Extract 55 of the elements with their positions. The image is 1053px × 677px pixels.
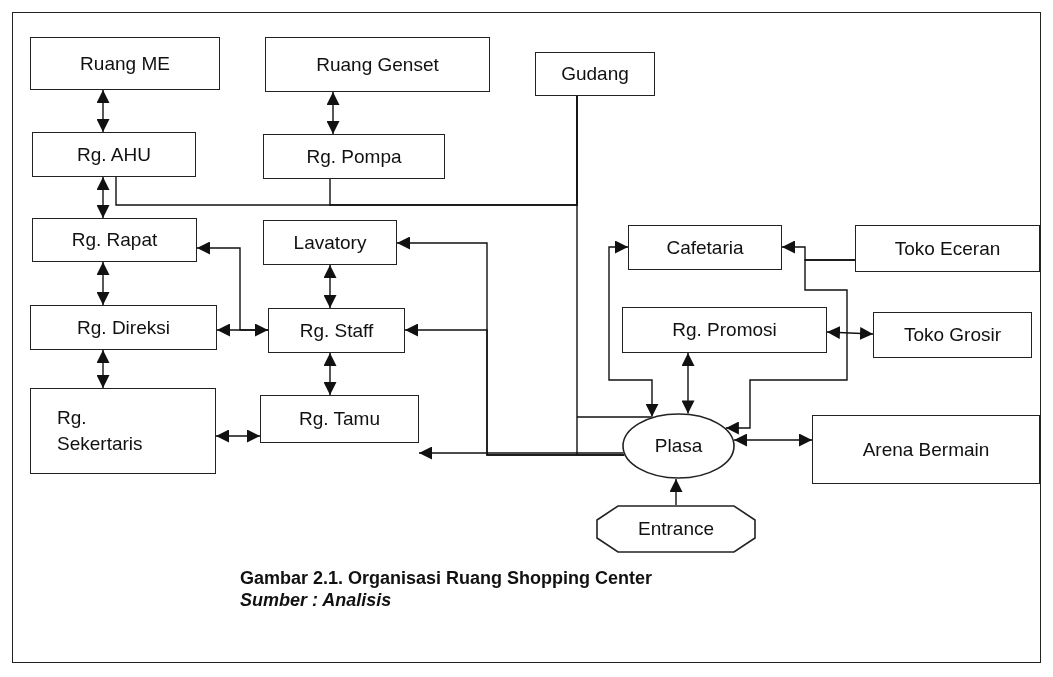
entrance-octagon xyxy=(596,505,756,553)
room-box xyxy=(855,225,1040,272)
arrow xyxy=(733,433,813,447)
arrow xyxy=(96,349,110,389)
room-box xyxy=(873,312,1032,358)
arrow xyxy=(215,429,261,443)
room-box xyxy=(268,308,405,353)
room-label: Ruang Genset xyxy=(316,53,439,76)
arrow xyxy=(826,326,874,340)
arrow xyxy=(681,352,695,415)
arrow xyxy=(96,261,110,306)
room-label: Lavatory xyxy=(293,231,367,254)
room-box xyxy=(30,305,217,350)
room-box xyxy=(32,132,196,177)
arrow xyxy=(216,323,269,337)
arrow xyxy=(96,176,110,219)
room-label: Rg. Staff xyxy=(299,319,374,342)
room-label: Rg. Pompa xyxy=(306,145,402,168)
room-box xyxy=(30,37,220,90)
room-box xyxy=(263,220,397,265)
room-label: Rg. Rapat xyxy=(71,229,158,251)
room-label: Gudang xyxy=(561,63,629,85)
room-label: Rg. Tamu xyxy=(299,408,380,430)
room-label: Rg. Promosi xyxy=(672,319,777,341)
room-box xyxy=(32,218,197,262)
arrow xyxy=(418,446,624,460)
arrow xyxy=(608,240,659,418)
room-label: Plasa xyxy=(654,435,703,457)
room-label: Entrance xyxy=(637,518,714,540)
room-box xyxy=(260,395,419,443)
arrow xyxy=(725,259,856,435)
room-label: Arena Bermain xyxy=(862,438,990,461)
arrow xyxy=(323,264,337,309)
figure-caption: Gambar 2.1. Organisasi Ruang Shopping Center xyxy=(240,568,653,589)
room-label: Cafetaria xyxy=(666,236,744,259)
room-label: Rg. Sekertaris xyxy=(57,406,144,456)
room-box xyxy=(622,307,827,353)
room-box xyxy=(30,388,216,474)
room-box xyxy=(265,37,490,92)
arrow xyxy=(323,352,337,396)
source-note: Sumber : Analisis xyxy=(240,590,392,611)
room-label: Toko Eceran xyxy=(894,237,1001,260)
room-box xyxy=(535,52,655,96)
arrow xyxy=(669,478,683,506)
room-label: Toko Grosir xyxy=(903,324,1002,346)
arrow xyxy=(96,89,110,133)
arrow xyxy=(404,323,625,456)
room-box xyxy=(812,415,1040,484)
room-label: Ruang ME xyxy=(80,52,170,75)
plaza-ellipse xyxy=(622,413,735,479)
arrow xyxy=(326,91,340,135)
room-label: Rg. AHU xyxy=(77,143,151,166)
room-box xyxy=(263,134,445,179)
room-box xyxy=(628,225,782,270)
room-label: Rg. Direksi xyxy=(77,316,170,339)
